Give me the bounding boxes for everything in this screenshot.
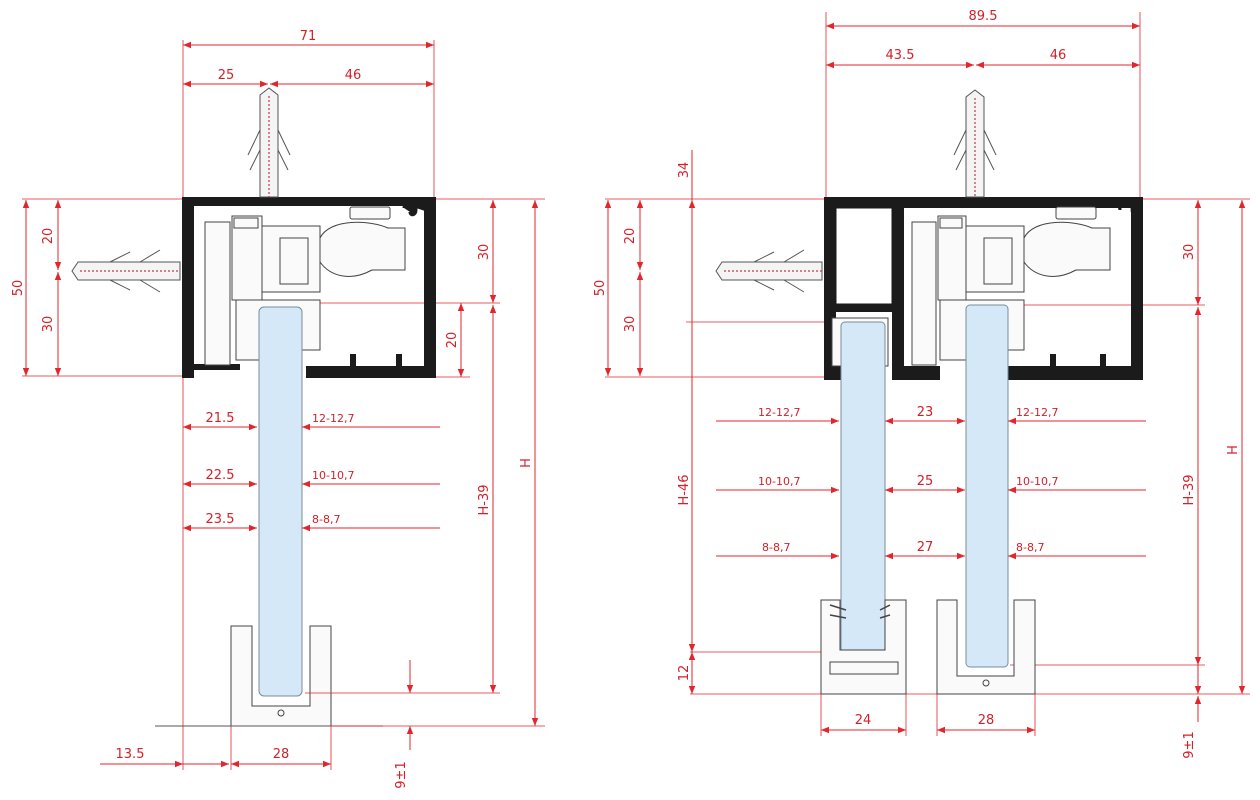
dim-h: H	[519, 458, 534, 468]
dim-25: 25	[218, 68, 235, 83]
fixed-glass-panel	[840, 321, 886, 653]
dim-left-50: 50	[11, 280, 26, 297]
dim-h-39: H-39	[477, 484, 492, 515]
floor-guide-right	[936, 599, 1036, 695]
dim-left-20: 20	[41, 228, 56, 245]
dim-22-5: 22.5	[206, 468, 235, 483]
sliding-glass-panel	[965, 304, 1009, 668]
dim-28-left: 28	[273, 747, 290, 762]
dim-gap-27: 27	[917, 540, 934, 555]
dim-43-5: 43.5	[886, 48, 915, 63]
dim-28-right: 28	[978, 713, 995, 728]
dim-12: 12	[677, 665, 692, 682]
dim-h-46: H-46	[677, 474, 692, 505]
dim-gap-25: 25	[917, 474, 934, 489]
wall-anchor-horizontal-right	[715, 249, 823, 293]
dim-glass-8: 8-8,7	[312, 513, 340, 526]
roller-carriage	[204, 215, 406, 366]
dim-floor-gap-right: 9±1	[1182, 731, 1197, 758]
wall-anchor-horizontal	[71, 249, 181, 293]
dim-13-5: 13.5	[116, 747, 145, 762]
dim-21-5: 21.5	[206, 411, 235, 426]
dim-46: 46	[345, 68, 362, 83]
dim-glass-10: 10-10,7	[312, 469, 354, 482]
dim-46-right: 46	[1050, 48, 1067, 63]
dim-r-glass-10-right: 10-10,7	[1016, 475, 1058, 488]
dim-left-30: 30	[41, 316, 56, 333]
dim-right-30-top: 30	[1182, 244, 1197, 261]
top-rail-profile	[182, 197, 436, 378]
floor-guide	[155, 625, 383, 727]
dim-right-20-top: 20	[623, 228, 638, 245]
dim-right-30: 30	[477, 244, 492, 261]
dim-r-glass-8-left: 8-8,7	[762, 541, 790, 554]
dim-r-glass-12-left: 12-12,7	[758, 406, 800, 419]
dim-right-20: 20	[445, 332, 460, 349]
left-section: 50 20 30 30 20 H-39 H 9±1 71 25 46 21.5 …	[11, 29, 545, 789]
glass-panel	[258, 306, 303, 697]
dim-r-glass-12-right: 12-12,7	[1016, 406, 1058, 419]
fixed-glass-bottom-profile	[820, 599, 907, 695]
dim-r-glass-10-left: 10-10,7	[758, 475, 800, 488]
right-section: 89.5 43.5 46 34 50 20 30 H-46 12 30 H-39…	[593, 9, 1250, 759]
dim-h-39-right: H-39	[1182, 474, 1197, 505]
ceiling-anchor-vertical	[247, 87, 291, 198]
dim-34: 34	[677, 162, 692, 179]
dim-glass-12: 12-12,7	[312, 412, 354, 425]
dim-71: 71	[300, 29, 317, 44]
dim-right-30-bot: 30	[623, 316, 638, 333]
ceiling-anchor-vertical-right	[953, 89, 997, 198]
dim-h-right: H	[1226, 445, 1241, 455]
dim-gap-23: 23	[917, 405, 934, 420]
dim-right-50: 50	[593, 280, 608, 297]
dim-24: 24	[855, 713, 872, 728]
dim-r-glass-8-right: 8-8,7	[1016, 541, 1044, 554]
double-rail-profile	[824, 197, 1143, 380]
dim-89-5: 89.5	[969, 9, 998, 24]
roller-carriage-right	[911, 215, 1111, 366]
dim-23-5: 23.5	[206, 512, 235, 527]
dim-floor-gap: 9±1	[394, 761, 409, 788]
